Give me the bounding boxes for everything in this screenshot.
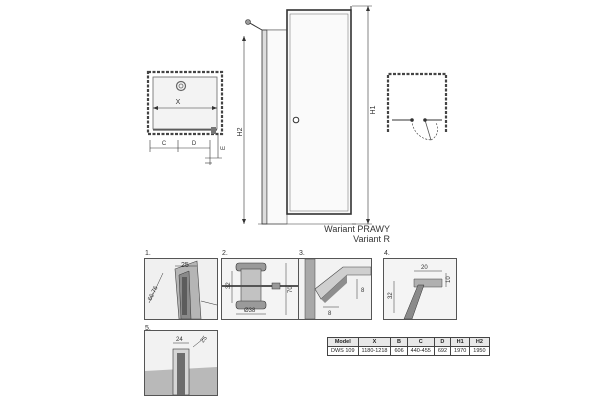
detail4-dim-10: 10	[446, 276, 452, 283]
drain-icon	[175, 80, 187, 92]
detail2-dim-diam38: Ø38	[244, 308, 256, 314]
detail-number-5: 5.	[145, 325, 151, 332]
detail-panel-3: 8 8	[298, 258, 372, 320]
spec-header-d: D	[433, 337, 452, 347]
plan-label-x: X	[176, 99, 181, 106]
label-h1: H1	[370, 105, 377, 114]
detail3-dim-8a: 8	[328, 311, 332, 317]
spec-header-c: C	[406, 337, 435, 347]
main-drawing: X C D E H1	[146, 5, 448, 225]
variant-label-pl: Wariant PRAWY	[324, 224, 390, 234]
spec-header-model: Model	[327, 337, 359, 347]
detail5-dim-25: 25	[200, 335, 209, 344]
detail-panel-1: 25 66-76	[144, 258, 218, 320]
detail-number-3: 3.	[299, 250, 305, 257]
detail-number-1: 1.	[145, 250, 151, 257]
detail4-dim-32: 32	[388, 292, 394, 299]
spec-cell-model: DWS 109	[327, 346, 359, 356]
plan-label-d: D	[192, 141, 197, 147]
spec-cell-c: 440-455	[406, 346, 435, 356]
detail-panel-5: 24 25	[144, 330, 218, 396]
detail-panel-2: 32 Ø38 70	[221, 258, 299, 320]
door-elevation: H1	[242, 5, 377, 225]
door-handle-icon	[292, 116, 300, 124]
spec-cell-h1: 1970	[450, 346, 471, 356]
detail1-dim-25: 25	[181, 262, 189, 269]
detail4-dim-20: 20	[421, 265, 428, 271]
detail2-dim-70: 70	[288, 286, 294, 293]
label-h2-wrap: H2	[237, 127, 244, 136]
detail-number-4: 4.	[384, 250, 390, 257]
table-row: DWS 109 1180-1218 606 440-455 692 1970 1…	[327, 346, 490, 356]
variant-label: Wariant PRAWY Variant R	[300, 224, 390, 244]
detail3-dim-8b: 8	[361, 288, 365, 294]
detail-panel-4: 20 10 32	[383, 258, 457, 320]
variant-label-en: Variant R	[353, 234, 390, 244]
spec-header-x: X	[357, 337, 392, 347]
detail-number-2: 2.	[222, 250, 228, 257]
label-h2: H2	[237, 127, 244, 136]
spec-header-h2: H2	[469, 337, 490, 347]
detail5-dim-24: 24	[176, 337, 183, 343]
opening-plan	[386, 72, 448, 141]
spec-table: Model X B C D H1 H2 DWS 109 1180-1218 60…	[327, 337, 490, 356]
spec-cell-x: 1180-1218	[357, 346, 392, 356]
plan-label-c: C	[162, 141, 167, 147]
spec-header-h1: H1	[450, 337, 471, 347]
plan-label-e: E	[221, 146, 227, 150]
spec-table-header-row: Model X B C D H1 H2	[327, 337, 490, 347]
spec-header-b: B	[390, 337, 408, 347]
spec-cell-d: 692	[433, 346, 452, 356]
plan-view: X C D E	[146, 70, 227, 165]
spec-cell-b: 606	[390, 346, 408, 356]
detail2-dim-32: 32	[226, 282, 232, 289]
spec-cell-h2: 1950	[469, 346, 490, 356]
